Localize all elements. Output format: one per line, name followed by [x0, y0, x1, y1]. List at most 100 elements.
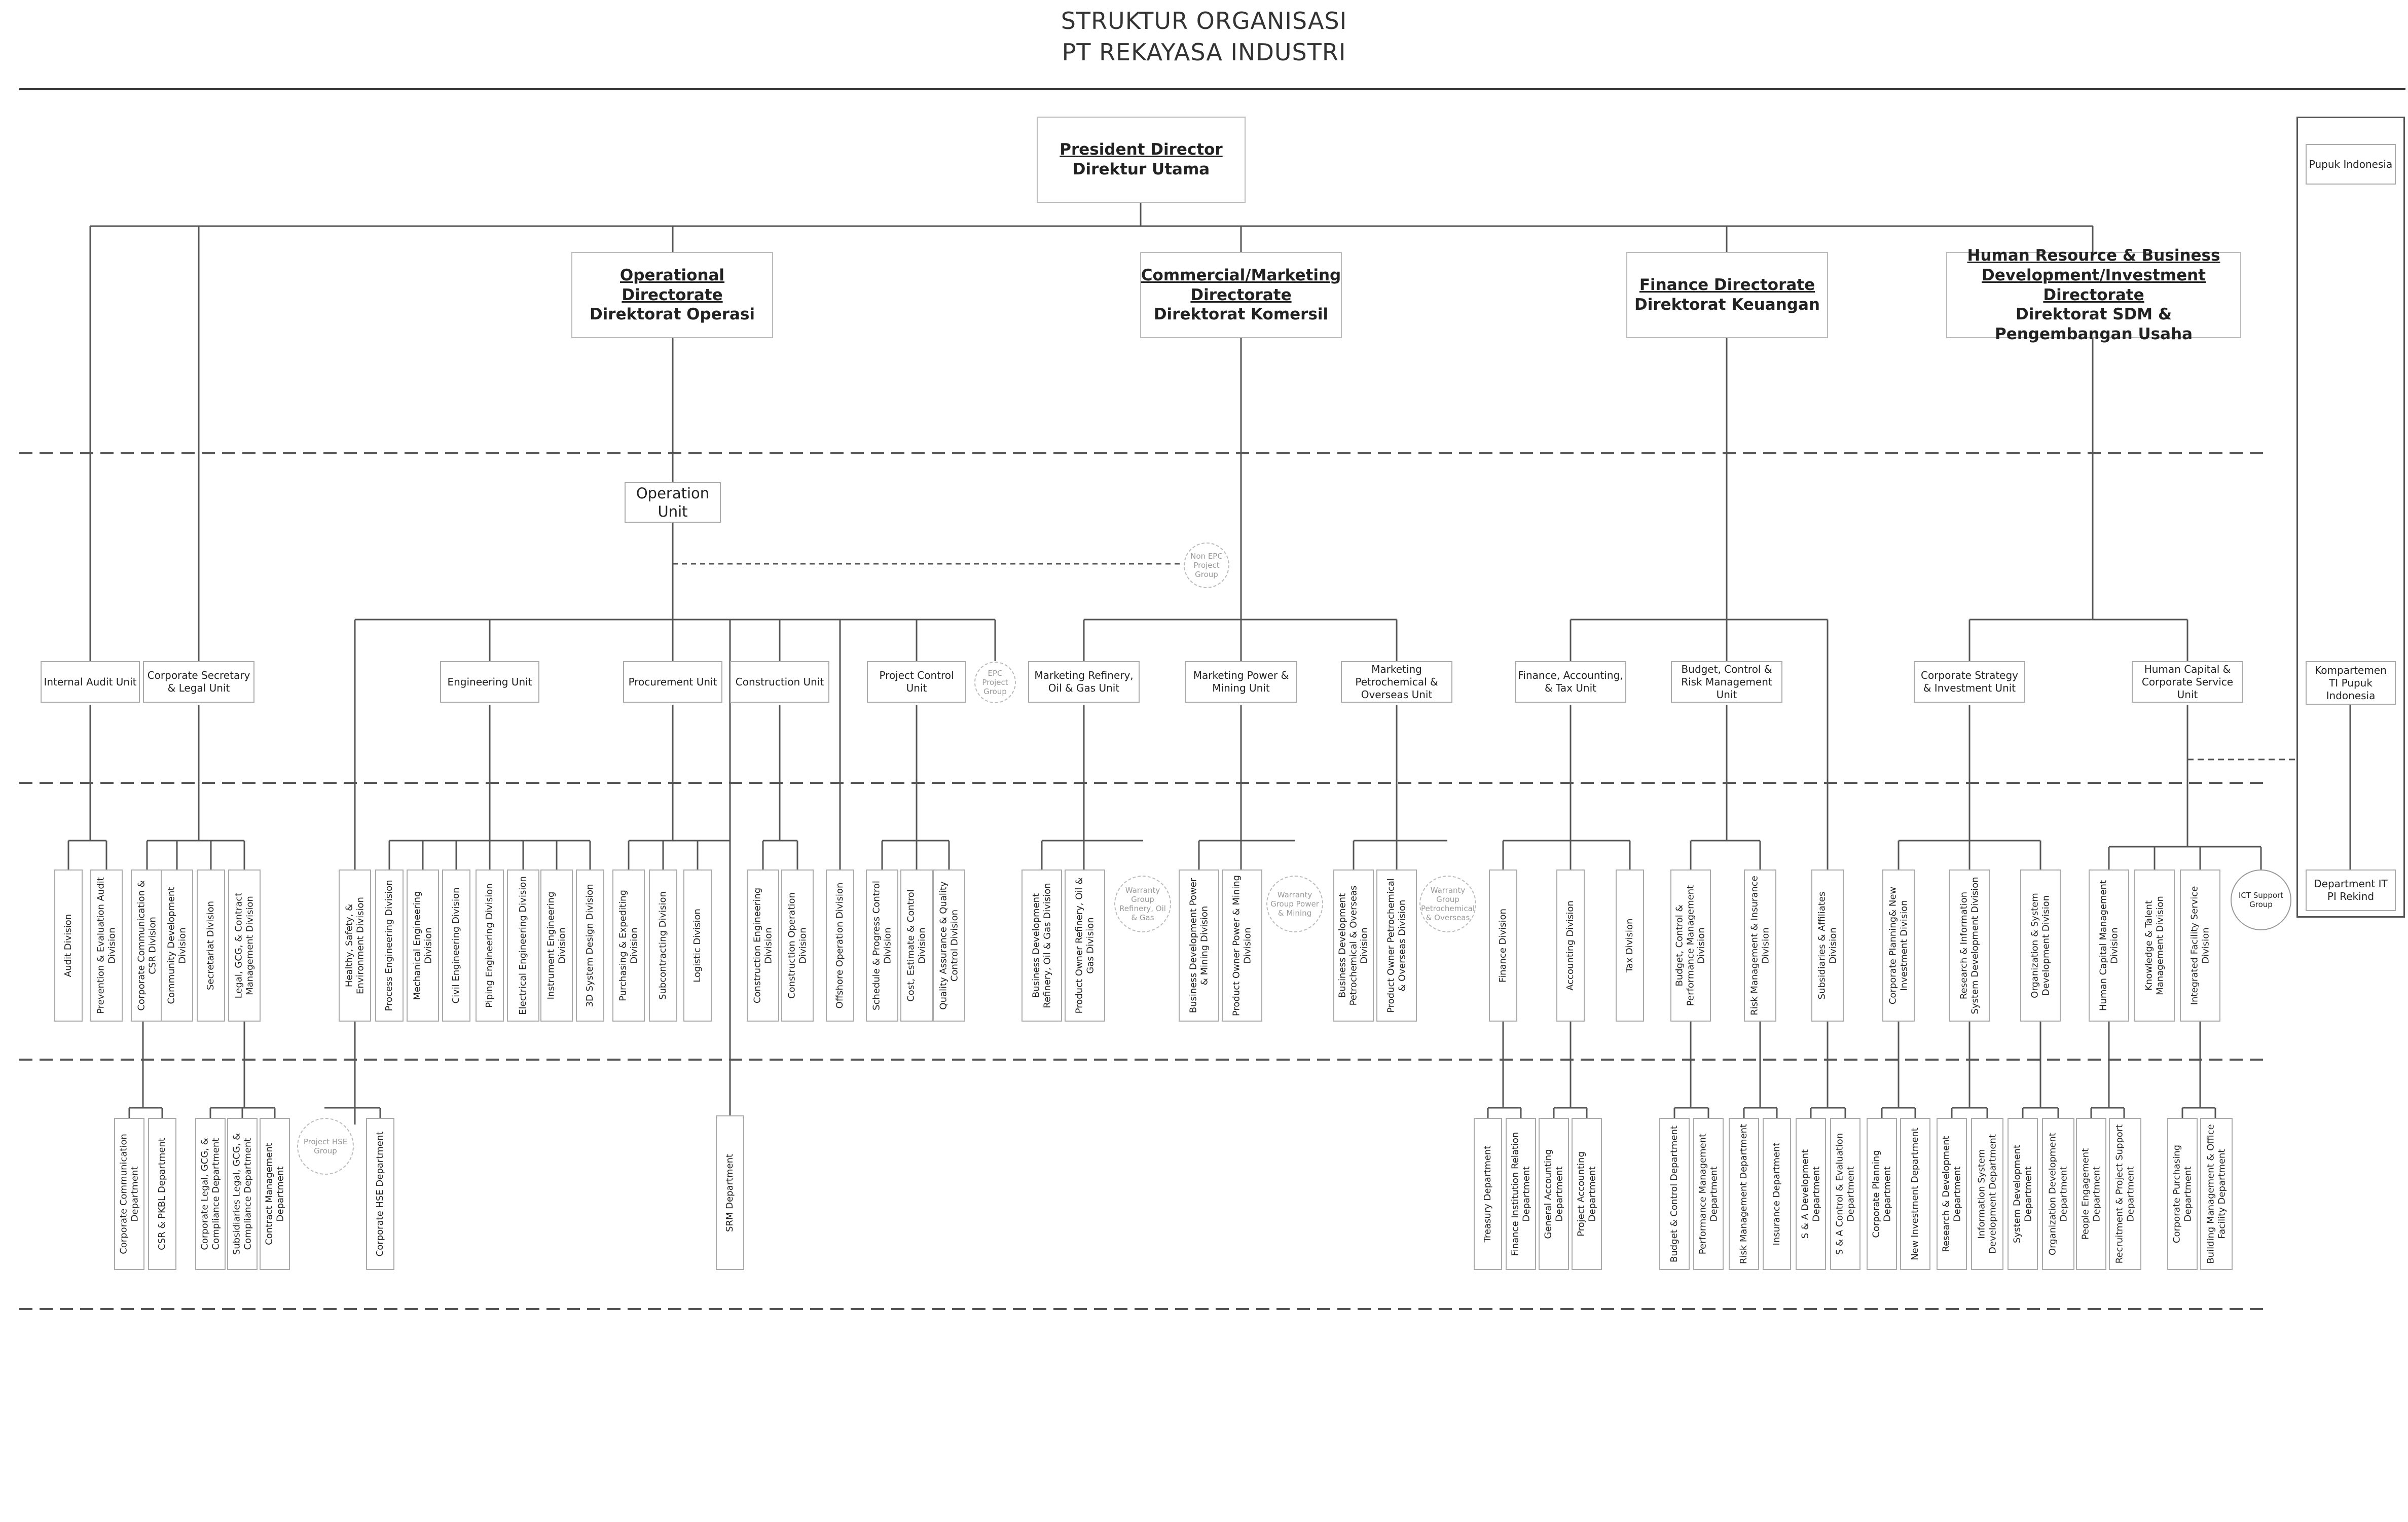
department-box: Building Management & Office Facility De… [2200, 1118, 2233, 1270]
division-label: Secretariat Division [205, 900, 216, 991]
division-box: Construction Engineering Division [747, 869, 779, 1022]
department-box: Finance Institution Relation Department [1506, 1118, 1536, 1270]
unit-corporate-strategy: Corporate Strategy & Investment Unit [1914, 661, 2025, 703]
commercial-directorate-label: Commercial/Marketing Directorate [1141, 266, 1341, 304]
division-box: Finance Division [1489, 869, 1517, 1022]
department-box: CSR & PKBL Department [148, 1118, 176, 1270]
division-box: Corporate Planning& New Investment Divis… [1882, 869, 1915, 1022]
department-label: General Accounting Department [1543, 1149, 1564, 1239]
chart-title-line-2: PT REKAYASA INDUSTRI [1062, 39, 1346, 66]
department-box: Risk Management Department [1729, 1118, 1759, 1270]
department-box: Research & Development Department [1937, 1118, 1967, 1270]
division-label: Construction Engineering Division [752, 887, 774, 1004]
side-panel-pupuk-indonesia [2296, 117, 2405, 918]
department-box: Corporate HSE Department [366, 1118, 394, 1270]
unit-finance-accounting-tax: Finance, Accounting, & Tax Unit [1515, 661, 1626, 703]
division-label: Audit Division [63, 914, 74, 977]
department-label: Contract Management Department [264, 1143, 285, 1245]
department-box: Contract Management Department [260, 1118, 290, 1270]
division-label: Tax Division [1624, 918, 1635, 973]
division-label: Quality Assurance & Quality Control Divi… [938, 881, 960, 1010]
commercial-directorate-box: Commercial/Marketing Directorate Direkto… [1140, 252, 1342, 338]
division-box: Business Development Refinery, Oil & Gas… [1021, 869, 1062, 1022]
department-label: Recruitment & Project Support Department [2114, 1124, 2136, 1264]
division-box: Budget, Control & Performance Management… [1670, 869, 1711, 1022]
department-box: Organization Development Department [2042, 1118, 2074, 1270]
division-label: Construction Operation Division [786, 892, 808, 999]
department-label: Performance Management Department [1697, 1133, 1719, 1255]
department-box: Treasury Department [1474, 1118, 1502, 1270]
group-ict-support: ICT Support Group [2231, 869, 2291, 930]
department-label: Corporate Purchasing Department [2171, 1144, 2193, 1244]
division-box: Process Engineering Division [375, 869, 404, 1022]
side-pupuk-indonesia: Pupuk Indonesia [2306, 144, 2396, 185]
department-box: Project Accounting Department [1572, 1118, 1602, 1270]
division-box: Corporate Communication & CSR Division [131, 869, 163, 1022]
division-box: Electrical Engineering Division [507, 869, 539, 1022]
division-label: Product Owner Refinery, Oil & Gas Divisi… [1074, 877, 1096, 1014]
side-kompartemen-ti: Kompartemen TI Pupuk Indonesia [2306, 661, 2396, 705]
group-warranty-power: Warranty Group Power & Mining [1266, 876, 1323, 932]
division-label: Knowledge & Talent Management Division [2143, 896, 2165, 995]
division-label: Corporate Communication & CSR Division [136, 880, 158, 1011]
division-box: Subcontracting Division [649, 869, 677, 1022]
division-label: Business Development Refinery, Oil & Gas… [1031, 883, 1052, 1008]
operational-directorate-box: Operational Directorate Direktorat Opera… [571, 252, 773, 338]
division-box: Product Owner Petrochemical & Overseas D… [1376, 869, 1417, 1022]
hr-directorate-label: Human Resource & Business Development/In… [1967, 246, 2220, 304]
unit-project-control: Project Control Unit [867, 661, 966, 703]
department-label: System Development Department [2012, 1144, 2033, 1244]
department-label: Subsidiaries Legal, GCG, & Compliance De… [231, 1133, 253, 1255]
department-label: Organization Development Department [2047, 1133, 2069, 1255]
department-box: Insurance Department [1763, 1118, 1791, 1270]
finance-directorate-sublabel: Direktorat Keuangan [1634, 296, 1820, 314]
division-box: Healthy, Safety, & Environment Division [339, 869, 371, 1022]
division-box: Research & Information System Developmen… [1949, 869, 1990, 1022]
department-box: Budget & Control Department [1659, 1118, 1690, 1270]
division-label: Business Development Petrochemical & Ove… [1337, 885, 1370, 1006]
department-box: Corporate Purchasing Department [2167, 1118, 2198, 1270]
group-epc-project: EPC Project Group [974, 662, 1016, 703]
division-box: Accounting Division [1556, 869, 1585, 1022]
division-box: 3D System Design Division [576, 869, 604, 1022]
division-box: Purchasing & Expediting Division [612, 869, 645, 1022]
division-label: Legal, GCG, & Contract Management Divisi… [233, 892, 255, 999]
department-box: New Investment Department [1900, 1118, 1930, 1270]
department-box: S & A Control & Evaluation Department [1830, 1118, 1860, 1270]
division-box: Audit Division [54, 869, 83, 1022]
division-box: Piping Engineering Division [476, 869, 504, 1022]
division-label: Mechanical Engineering Division [412, 891, 433, 1000]
unit-marketing-power: Marketing Power & Mining Unit [1185, 661, 1297, 703]
division-box: Logistic Division [683, 869, 712, 1022]
division-label: Civil Engineering Division [451, 887, 462, 1004]
division-box: Business Development Petrochemical & Ove… [1333, 869, 1374, 1022]
division-box: Legal, GCG, & Contract Management Divisi… [228, 869, 261, 1022]
department-label: Corporate HSE Department [375, 1131, 386, 1257]
division-box: Mechanical Engineering Division [407, 869, 439, 1022]
department-label: SRM Department [724, 1153, 736, 1232]
division-label: Business Development Power & Mining Divi… [1188, 878, 1210, 1013]
department-label: CSR & PKBL Department [157, 1138, 168, 1250]
division-label: 3D System Design Division [585, 884, 596, 1007]
operation-unit-box: Operation Unit [625, 482, 721, 523]
division-label: Subcontracting Division [658, 891, 669, 1000]
department-label: Corporate Communication Department [118, 1134, 140, 1254]
department-label: Building Management & Office Facility De… [2205, 1124, 2227, 1264]
division-label: Product Owner Petrochemical & Overseas D… [1385, 878, 1407, 1013]
division-label: Prevention & Evaluation Audit Division [95, 877, 117, 1014]
division-label: Healthy, Safety, & Environment Division [344, 897, 366, 994]
division-label: Risk Management & Insurance Division [1749, 876, 1771, 1016]
division-label: Purchasing & Expediting Division [617, 890, 639, 1001]
department-box: Recruitment & Project Support Department [2109, 1118, 2141, 1270]
division-label: Instrument Engineering Division [545, 891, 567, 1000]
commercial-directorate-sublabel: Direktorat Komersil [1153, 305, 1329, 324]
division-label: Human Capital Management Division [2098, 880, 2120, 1011]
president-director-label: President Director [1060, 140, 1223, 159]
division-label: Organization & System Development Divisi… [2029, 893, 2051, 998]
division-box: Civil Engineering Division [442, 869, 470, 1022]
department-label: Risk Management Department [1738, 1124, 1749, 1264]
group-warranty-petrochemical: Warranty Group Petrochemical & Overseas [1419, 876, 1476, 932]
division-label: Corporate Planning& New Investment Divis… [1887, 886, 1909, 1005]
division-label: Cost, Estimate & Control Division [905, 889, 927, 1002]
department-box: People Engagement Department [2076, 1118, 2106, 1270]
